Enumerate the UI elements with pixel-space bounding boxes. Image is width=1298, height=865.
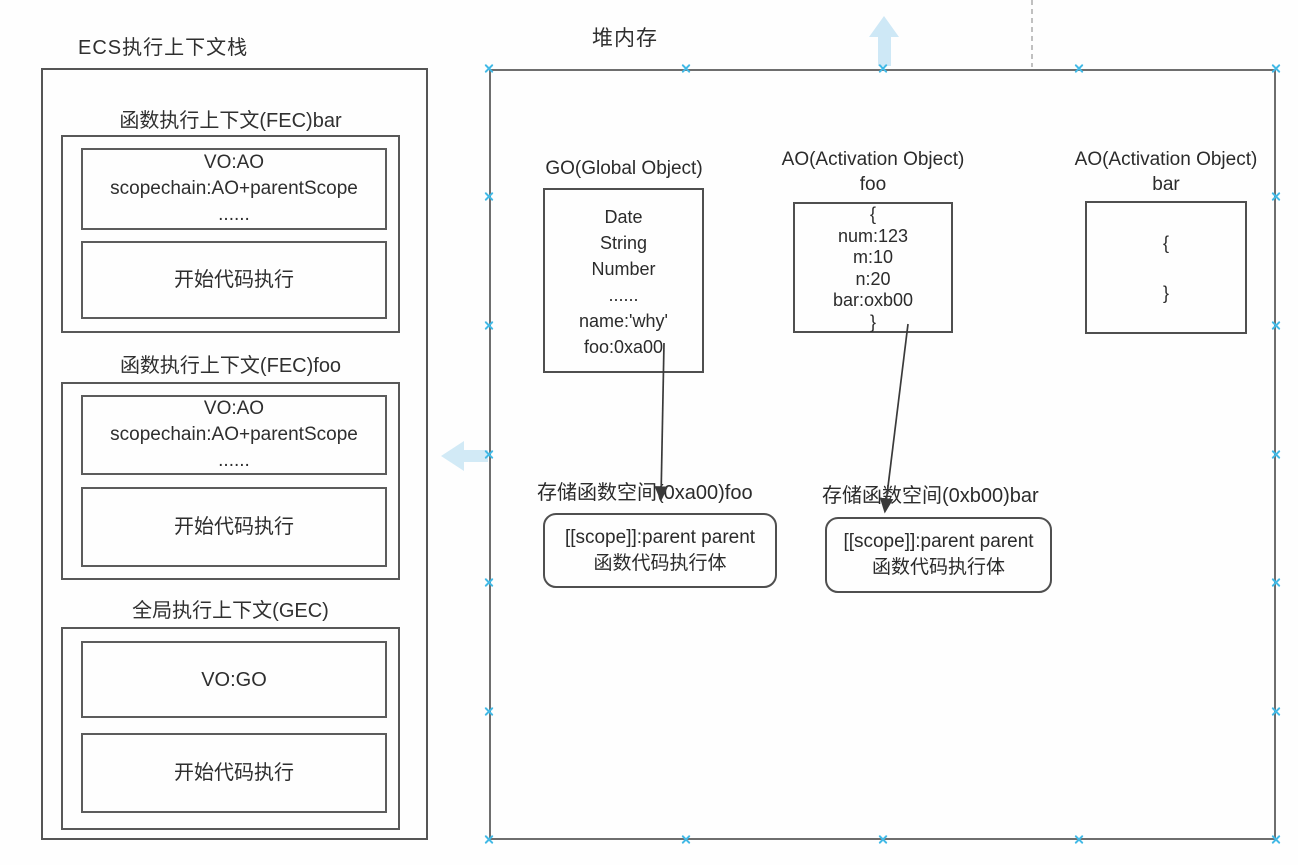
fec-foo-vo-box[interactable]: VO:AO scopechain:AO+parentScope ...... bbox=[81, 395, 387, 475]
connection-point-icon[interactable] bbox=[1270, 706, 1281, 717]
ellipsis-line: ...... bbox=[218, 450, 250, 471]
go-object-label: GO(Global Object) bbox=[545, 158, 703, 179]
heap-title: 堆内存 bbox=[592, 27, 658, 50]
brace-line: { bbox=[869, 204, 876, 224]
go-line: ...... bbox=[608, 285, 639, 305]
connection-point-icon[interactable] bbox=[1270, 834, 1281, 845]
gec-box[interactable] bbox=[61, 627, 400, 830]
fec-bar-exec-box[interactable]: 开始代码执行 bbox=[81, 241, 387, 319]
connection-point-icon[interactable] bbox=[483, 320, 494, 331]
connection-point-icon[interactable] bbox=[483, 63, 494, 74]
exec-label: 开始代码执行 bbox=[174, 762, 294, 784]
scope-line: [[scope]]:parent parent bbox=[564, 526, 756, 548]
go-line: Date bbox=[604, 207, 643, 227]
vo-line: VO:GO bbox=[201, 668, 267, 691]
exec-label: 开始代码执行 bbox=[174, 269, 294, 291]
brace-line: } bbox=[869, 311, 876, 332]
ao-label-line: AO(Activation Object) bbox=[781, 149, 965, 170]
go-line: foo:0xa00 bbox=[583, 337, 664, 357]
fec-foo-label: 函数执行上下文(FEC)foo bbox=[119, 355, 342, 377]
exec-label: 开始代码执行 bbox=[174, 516, 294, 538]
go-line: String bbox=[599, 233, 648, 253]
ellipsis-line: ...... bbox=[218, 204, 250, 225]
fec-foo-exec-box[interactable]: 开始代码执行 bbox=[81, 487, 387, 567]
ao-line: num:123 bbox=[837, 225, 909, 246]
body-line: 函数代码执行体 bbox=[871, 557, 1005, 578]
func-space-foo-label: 存储函数空间(0xa00)foo bbox=[537, 482, 753, 504]
connection-point-icon[interactable] bbox=[877, 834, 888, 845]
connection-point-icon[interactable] bbox=[680, 834, 691, 845]
ao-line: n:20 bbox=[855, 268, 891, 289]
ao-label-line: AO(Activation Object) bbox=[1074, 149, 1258, 170]
ecs-stack-title: ECS执行上下文栈 bbox=[78, 37, 249, 59]
func-space-bar-box[interactable]: [[scope]]:parent parent 函数代码执行体 bbox=[825, 517, 1052, 593]
connection-point-icon[interactable] bbox=[1270, 449, 1281, 460]
connection-point-icon[interactable] bbox=[483, 449, 494, 460]
vo-line: VO:AO bbox=[203, 152, 265, 173]
func-space-foo-box[interactable]: [[scope]]:parent parent 函数代码执行体 bbox=[543, 513, 777, 588]
connection-point-icon[interactable] bbox=[1270, 63, 1281, 74]
fec-bar-label: 函数执行上下文(FEC)bar bbox=[119, 110, 342, 132]
connection-point-icon[interactable] bbox=[483, 577, 494, 588]
fec-bar-vo-box[interactable]: VO:AO scopechain:AO+parentScope ...... bbox=[81, 148, 387, 230]
vo-line: VO:AO bbox=[203, 398, 265, 419]
fec-foo-box[interactable] bbox=[61, 382, 400, 580]
ao-line: bar:oxb00 bbox=[832, 290, 914, 310]
ao-line: m:10 bbox=[852, 247, 894, 267]
scopechain-line: scopechain:AO+parentScope bbox=[110, 178, 358, 199]
go-line: Number bbox=[591, 259, 656, 279]
connection-point-icon[interactable] bbox=[877, 63, 888, 74]
go-line: name:'why' bbox=[579, 311, 668, 331]
ao-name-line: bar bbox=[1152, 174, 1180, 195]
connection-point-icon[interactable] bbox=[1270, 320, 1281, 331]
connection-point-icon[interactable] bbox=[1270, 191, 1281, 202]
connection-point-icon[interactable] bbox=[1073, 834, 1084, 845]
func-space-bar-label: 存储函数空间(0xb00)bar bbox=[822, 485, 1039, 507]
ao-name-line: foo bbox=[859, 174, 887, 195]
ao-foo-box[interactable]: { num:123 m:10 n:20 bar:oxb00 } bbox=[793, 202, 953, 333]
body-line: 函数代码执行体 bbox=[593, 552, 727, 574]
connection-point-icon[interactable] bbox=[1270, 577, 1281, 588]
gec-exec-box[interactable]: 开始代码执行 bbox=[81, 733, 387, 813]
scope-line: [[scope]]:parent parent bbox=[843, 531, 1034, 552]
connection-point-icon[interactable] bbox=[1073, 63, 1084, 74]
connection-point-icon[interactable] bbox=[483, 834, 494, 845]
brace-line: } bbox=[1162, 282, 1169, 303]
go-object-box[interactable]: Date String Number ...... name:'why' foo… bbox=[543, 188, 704, 373]
fec-bar-box[interactable] bbox=[61, 135, 400, 333]
direction-up-arrow-icon[interactable] bbox=[869, 16, 899, 66]
ecs-stack-box[interactable] bbox=[41, 68, 428, 840]
ao-bar-box[interactable]: { } bbox=[1085, 201, 1247, 334]
gec-label: 全局执行上下文(GEC) bbox=[132, 600, 329, 622]
connection-point-icon[interactable] bbox=[483, 706, 494, 717]
direction-left-arrow-icon[interactable] bbox=[441, 441, 488, 471]
brace-line: { bbox=[1162, 232, 1169, 253]
ao-foo-label: AO(Activation Object) foo bbox=[768, 147, 978, 197]
connection-point-icon[interactable] bbox=[483, 191, 494, 202]
gec-vo-box[interactable]: VO:GO bbox=[81, 641, 387, 718]
connection-point-icon[interactable] bbox=[680, 63, 691, 74]
ao-bar-label: AO(Activation Object) bar bbox=[1060, 147, 1272, 197]
scopechain-line: scopechain:AO+parentScope bbox=[110, 424, 358, 445]
